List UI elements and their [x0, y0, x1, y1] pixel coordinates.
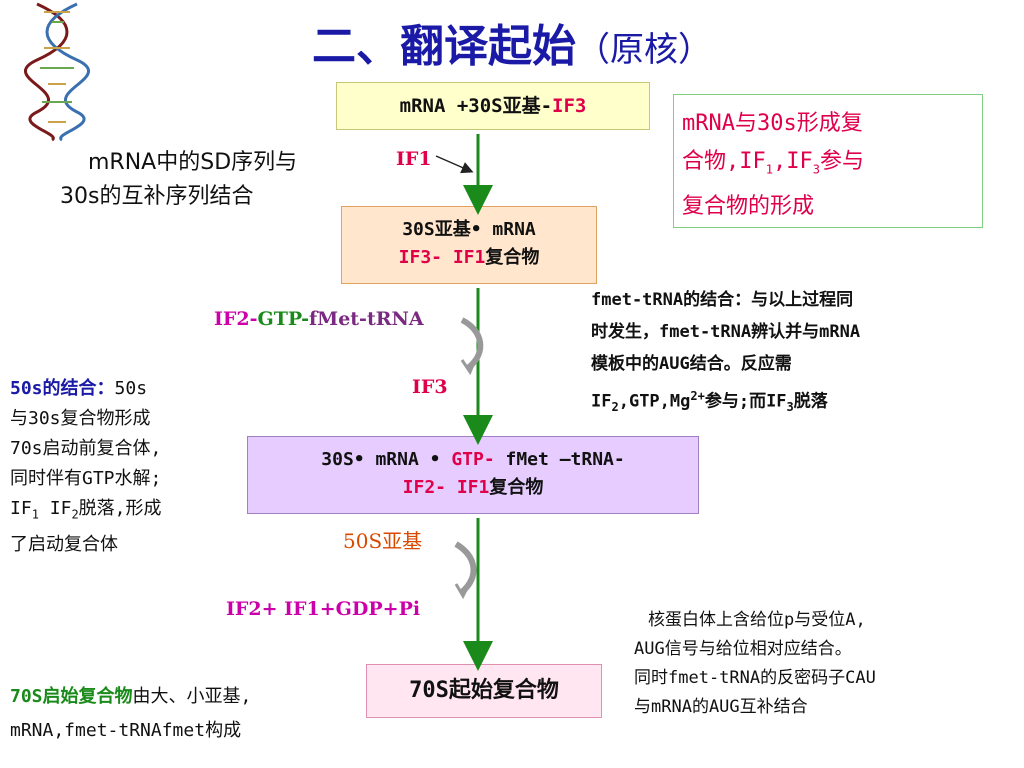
left-note-sd-sequence: mRNA中的SD序列与 30s的互补序列结合 [60, 150, 298, 209]
final-70s-box: 70S起始复合物 [366, 664, 602, 718]
step1-box: mRNA +30S亚基-IF3 [336, 82, 650, 130]
arrow-if1-pointer [435, 155, 474, 174]
release-label: IF2+ IF1+GDP+Pi [226, 598, 421, 620]
page-title: 二、翻译起始（原核） [0, 10, 1024, 74]
title-sub: （原核） [576, 30, 712, 70]
complex1-if: IF3- IF1 [398, 247, 486, 268]
if2-gtp-label: IF2-GTP-fMet-tRNA [214, 308, 424, 330]
bottom-note-70s: 70S启始复合物由大、小亚基, mRNA,fmet-tRNAfmet构成 [10, 686, 252, 741]
subunit-50s-label: 50S亚基 [343, 529, 423, 553]
right-note-complex-formation: mRNA与30s形成复 合物,IF1,IF3参与 复合物的形成 [673, 94, 983, 228]
left-note-50s-binding: 50s的结合：50s 与30s复合物形成 70s启动前复合体, 同时伴有GTP水… [10, 378, 162, 555]
complex2-box: 30S• mRNA • GTP- fMet –tRNA- IF2- IF1复合物 [247, 436, 699, 514]
complex1-label: 复合物 [485, 247, 540, 268]
if3-label: IF3 [412, 376, 448, 398]
complex1-box: 30S亚基• mRNA IF3- IF1复合物 [341, 206, 597, 284]
right-note-fmet-binding: fmet-tRNA的结合：与以上过程同 时发生，fmet-tRNA辨认并与mRN… [591, 290, 861, 415]
step1-text: mRNA +30S亚基- [399, 95, 553, 117]
curve-arrow-50s-in [454, 541, 477, 595]
step1-if3: IF3 [552, 95, 587, 117]
if1-label: IF1 [396, 148, 432, 170]
right-note-ribosome-sites: 核蛋白体上含给位p与受位A, AUG信号与给位相对应结合。 同时fmet-tRN… [634, 610, 876, 717]
title-main: 二、翻译起始 [312, 21, 576, 72]
dna-helix-icon [24, 2, 90, 142]
complex1-line1: 30S亚基• mRNA [402, 219, 536, 240]
